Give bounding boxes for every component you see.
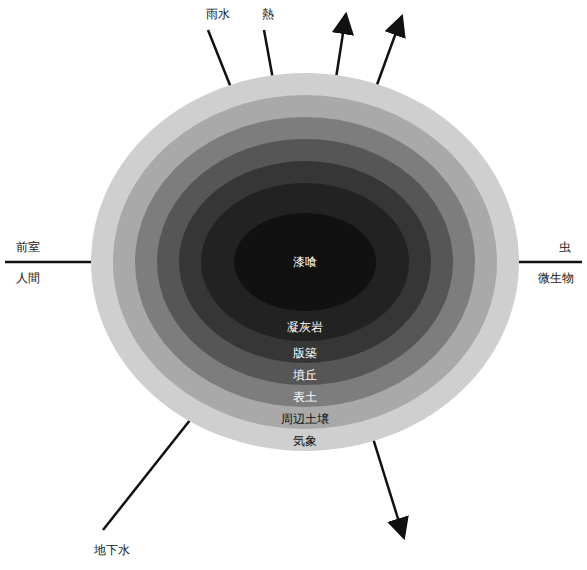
flow-label: 熱 [262, 7, 274, 21]
layer-label: 表土 [293, 390, 317, 404]
layer-ellipse: 凝灰岩漆喰 [200, 182, 410, 342]
flow-label: 地下水 [94, 543, 130, 557]
flow-label: 前室 [16, 240, 40, 254]
layer-ellipse: 漆喰 [233, 212, 377, 312]
layer-ellipse: 墳丘版築凝灰岩漆喰 [156, 138, 454, 386]
layer-label: 周辺土壌 [281, 412, 329, 426]
layer-ellipse: 周辺土壌 表土 墳丘 版築 凝灰岩 漆喰 [112, 94, 498, 430]
layer-fill [201, 183, 409, 341]
layer-label: 凝灰岩 [287, 320, 323, 334]
layer-label: 漆喰 [293, 255, 317, 269]
layer-ellipse: 気象 周辺土壌 表土 墳丘 版築 凝灰岩 漆喰 [90, 72, 520, 452]
flow-label: 微生物 [538, 271, 574, 285]
flow-label: 虫 [559, 240, 571, 254]
layer-fill [113, 95, 497, 429]
layer-label: 気象 [293, 434, 317, 448]
layer-fill [179, 161, 431, 363]
layer-fill [234, 213, 376, 311]
layer-label: 版築 [293, 346, 317, 360]
flow-label: 人間 [16, 271, 40, 285]
layer-fill [157, 139, 453, 385]
layer-ellipse: 表土 墳丘 版築 凝灰岩 漆喰 [134, 116, 476, 408]
flow-label: 雨水 [206, 7, 230, 21]
layer-ellipse: 版築凝灰岩漆喰 [178, 160, 432, 364]
layer-fill [91, 73, 519, 451]
layer-label: 墳丘 [293, 368, 317, 382]
layer-fill [135, 117, 475, 407]
